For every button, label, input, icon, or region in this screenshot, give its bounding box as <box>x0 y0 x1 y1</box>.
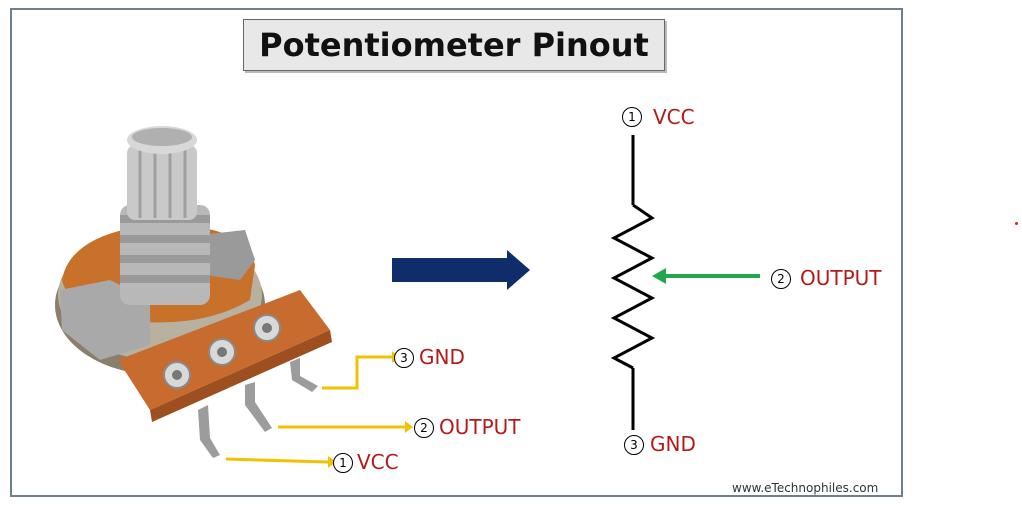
schematic-gnd-number: 3 <box>624 435 644 455</box>
wiper-arrowhead <box>652 268 666 284</box>
component-output-label: OUTPUT <box>439 415 521 439</box>
arrow-right-icon <box>392 250 530 290</box>
schematic-output-number: 2 <box>771 269 791 289</box>
schematic-vcc-number: 1 <box>622 107 642 127</box>
schematic-output-label: OUTPUT <box>800 266 882 290</box>
component-gnd-label: GND <box>419 345 465 369</box>
schematic-gnd-label: GND <box>650 432 696 456</box>
resistor-symbol <box>610 135 656 430</box>
potentiometer-illustration <box>55 126 332 458</box>
pin-arrows <box>225 355 405 464</box>
component-vcc-number: 1 <box>333 453 353 473</box>
gnd-pin-arrow <box>322 355 392 390</box>
schematic-vcc-label: VCC <box>653 105 695 129</box>
component-gnd-number: 3 <box>394 348 414 368</box>
vcc-pin-arrow <box>225 457 329 464</box>
component-output-number: 2 <box>414 418 434 438</box>
component-vcc-label: VCC <box>357 450 399 474</box>
page-title: Potentiometer Pinout <box>243 19 665 71</box>
stray-dot <box>1015 222 1018 225</box>
watermark: www.eTechnophiles.com <box>732 481 879 495</box>
